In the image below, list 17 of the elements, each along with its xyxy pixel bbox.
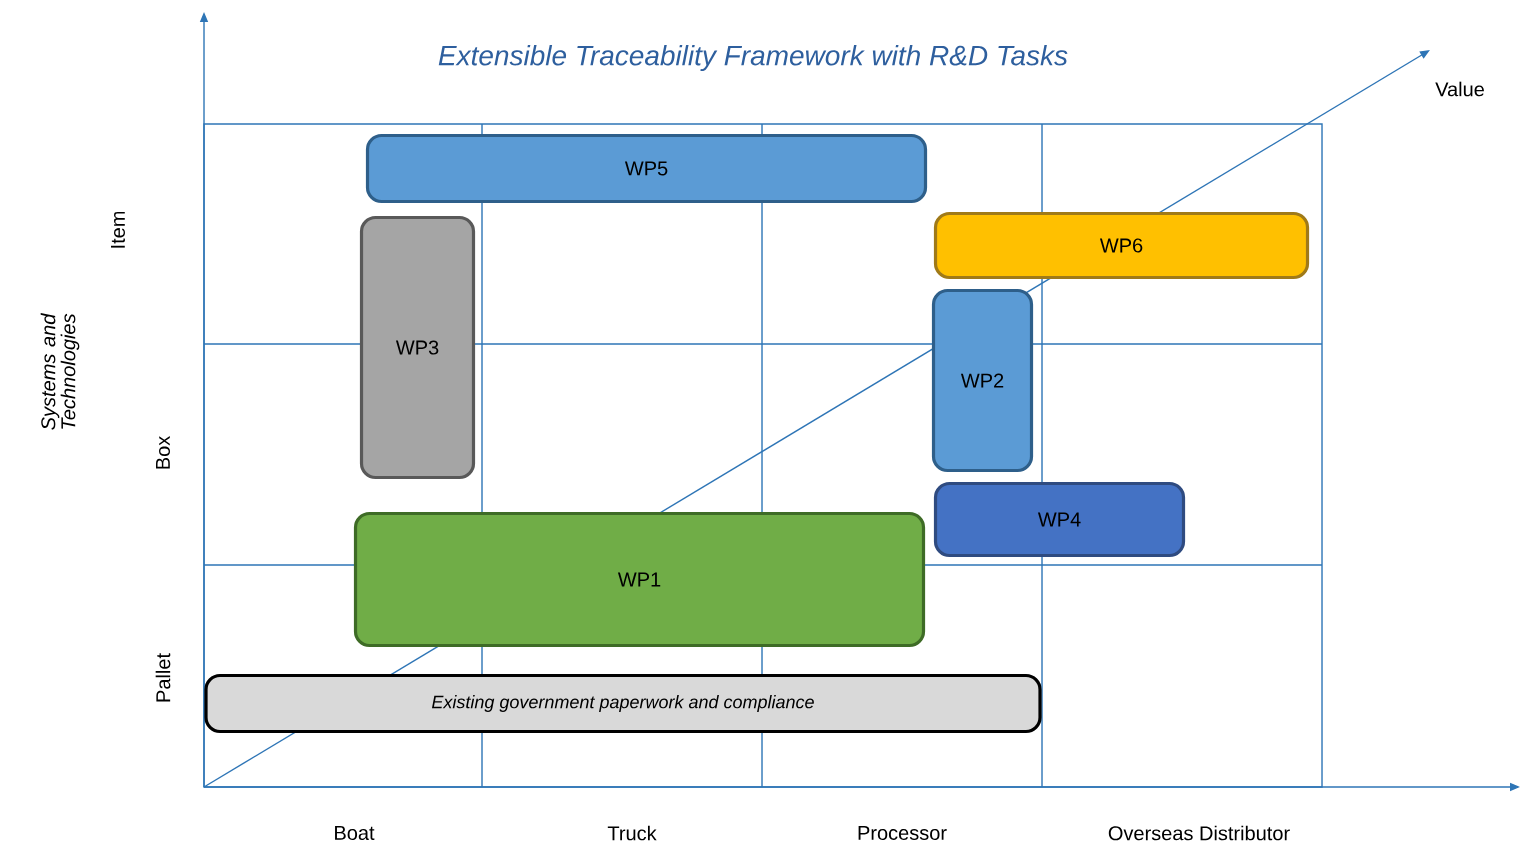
axis-label: Box [156, 436, 170, 469]
work-package-box: WP1 [353, 511, 926, 648]
work-package-box: WP3 [359, 215, 476, 480]
work-package-box: WP5 [365, 133, 928, 204]
axis-label: Overseas Distributor [1108, 825, 1290, 841]
chart-title: Extensible Traceability Framework with R&D Tasks [438, 44, 1068, 72]
work-package-box: WP4 [933, 481, 1186, 558]
axis-label: Pallet [155, 653, 171, 702]
axis-label: Systems and Technologies [40, 313, 80, 430]
axis-label: Truck [607, 825, 657, 841]
axis-label: Value [1435, 81, 1484, 97]
work-package-box: Existing government paperwork and compliance [204, 673, 1042, 734]
axis-label: Processor [858, 826, 947, 840]
axis-label: Item [111, 211, 125, 248]
work-package-box: WP6 [933, 211, 1310, 280]
axis-label: Boat [335, 826, 375, 840]
work-package-box: WP2 [931, 288, 1034, 473]
